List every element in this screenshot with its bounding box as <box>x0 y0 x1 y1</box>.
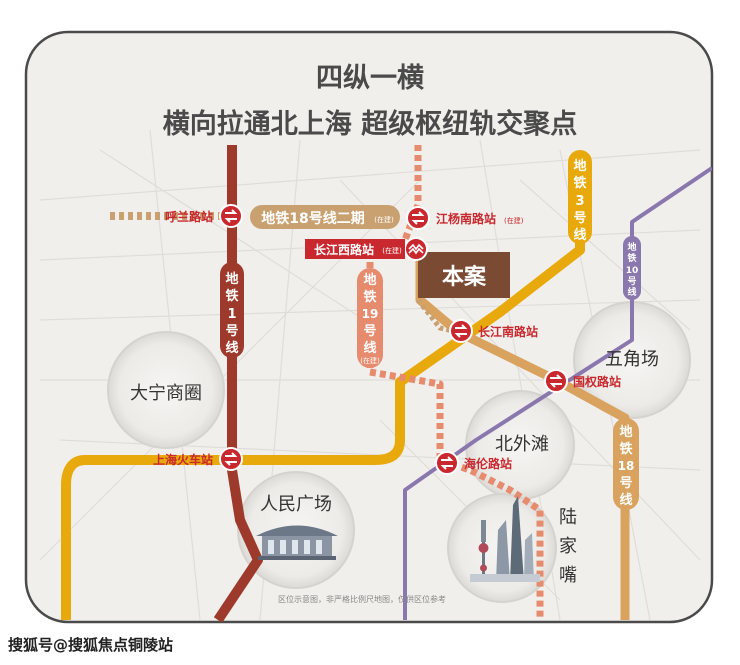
line18-phase2-pill <box>250 205 400 229</box>
line19-label-c4: 号 <box>363 324 376 339</box>
hailun-station-label: 海伦路站 <box>464 456 512 471</box>
changjiangnan-station-icon <box>449 319 473 343</box>
jiangyangnan-station-icon <box>406 206 430 230</box>
hailun-station-icon <box>435 451 459 475</box>
jiangyangnan-note: (在建) <box>504 216 524 225</box>
changjiangxi-station-label: 长江西路站 <box>314 242 374 257</box>
hulan-station-label: 呼兰路站 <box>165 209 213 224</box>
guoquan-station-label: 国权路站 <box>573 374 621 389</box>
title-line1: 四纵一横 <box>316 63 424 94</box>
line1-label-c2: 铁 <box>224 288 238 304</box>
line1-label-c5: 线 <box>225 340 238 356</box>
line18-phase2-note: (在建) <box>374 215 394 224</box>
line1-pill <box>220 262 244 358</box>
line19-pill <box>357 268 383 368</box>
line18-label-c4: 号 <box>619 476 632 491</box>
line19-note: (在建) <box>360 356 380 365</box>
jiangyangnan-station-label: 江杨南路站 <box>436 211 496 226</box>
wujiaochang-label: 五角场 <box>605 349 659 370</box>
title-line2: 横向拉通北上海 超级枢纽轨交聚点 <box>163 108 577 140</box>
line18-label-c1: 地 <box>619 424 632 440</box>
line10-label-c1: 地 <box>627 241 636 253</box>
daning-circle <box>107 331 225 449</box>
line19-label-c5: 线 <box>363 340 376 356</box>
project-link-dashed <box>416 298 459 335</box>
watermark-text: 搜狐号@搜狐焦点铜陵站 <box>8 636 174 654</box>
shanghai-railway-station-label: 上海火车站 <box>153 452 213 467</box>
daning-label: 大宁商圈 <box>130 383 202 404</box>
line10-label-c3: 10 <box>626 266 639 276</box>
line3-label-c2: 铁 <box>572 175 586 191</box>
line3-pill <box>568 150 592 244</box>
line18-label-c5: 线 <box>619 492 632 508</box>
project-block <box>418 252 510 298</box>
line3-label-c1: 地 <box>573 158 586 174</box>
line3-track <box>61 170 585 620</box>
map-disclaimer: 区位示意图，非严格比例尺地图，仅供区位参考 <box>278 594 446 604</box>
line10-label-c4: 号 <box>627 276 636 287</box>
lujiazui-skyline-illustration <box>470 496 540 582</box>
line1-label-c4: 号 <box>225 324 238 339</box>
changjiangxi-label-bg <box>305 239 405 259</box>
peoples-square-label: 人民广场 <box>260 494 332 515</box>
grand-theatre-illustration <box>256 525 338 560</box>
line19-label-c2: 铁 <box>362 289 376 305</box>
station-markers <box>219 204 568 475</box>
lujiazui-label-c2: 家 <box>559 536 577 557</box>
line10-label-c5: 线 <box>627 286 636 298</box>
shanghai-railway-station-icon <box>219 447 243 471</box>
line1-label-c3: 1 <box>227 307 236 322</box>
lujiazui-label-c1: 陆 <box>559 507 577 528</box>
line18-label-c2: 铁 <box>618 441 632 457</box>
line3-label-c4: 号 <box>573 211 586 226</box>
line18-pill <box>613 418 639 510</box>
line19-label-c1: 地 <box>363 272 376 288</box>
lujiazui-label-c3: 嘴 <box>559 565 577 586</box>
line10-pill <box>623 236 641 300</box>
line1-label-c1: 地 <box>225 271 238 287</box>
line19-label-c3: 19 <box>362 307 379 321</box>
changjiangnan-station-label: 长江南路站 <box>478 324 538 339</box>
line18-label-c3: 18 <box>618 459 635 473</box>
line1-track <box>213 145 263 622</box>
line18-phase2-label: 地铁18号线二期 <box>261 210 364 227</box>
project-label: 本案 <box>442 264 487 290</box>
beiwaitan-label: 北外滩 <box>495 434 549 455</box>
line3-label-c3: 3 <box>575 194 584 209</box>
line10-label-c2: 铁 <box>627 252 636 264</box>
guoquan-station-icon <box>544 369 568 393</box>
line19-north-dashed <box>401 145 422 242</box>
changjiangxi-note: (在建) <box>382 246 402 255</box>
changjiangxi-station-icon <box>404 237 428 261</box>
line3-label-c5: 线 <box>573 227 586 243</box>
hulan-station-icon <box>219 204 243 228</box>
